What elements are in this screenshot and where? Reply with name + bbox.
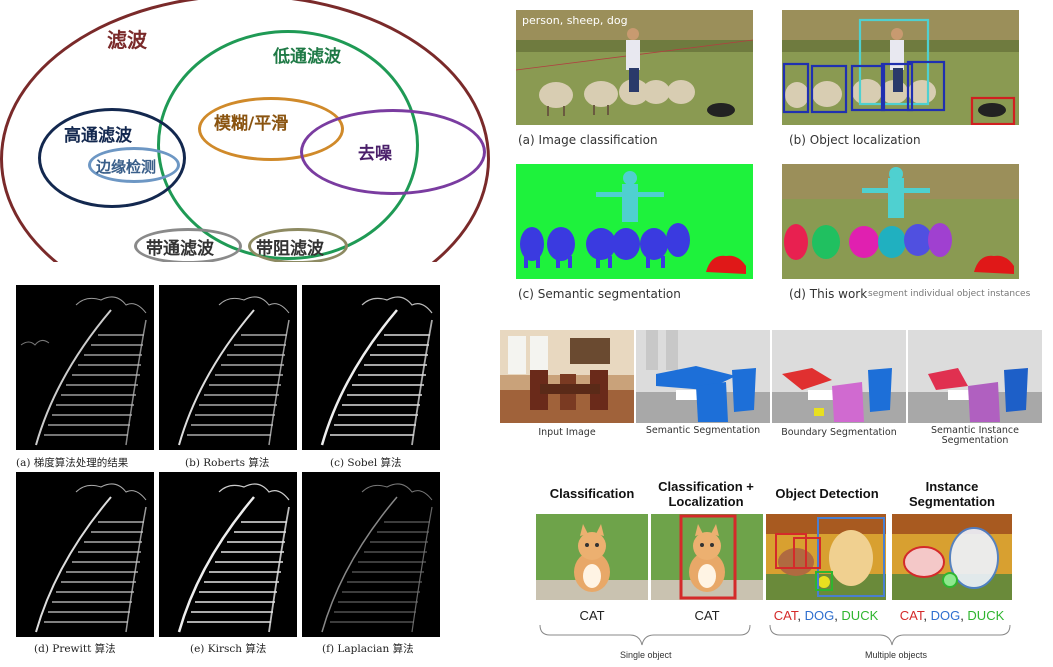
edge-detection-figure: (a) 梯度算法处理的结果 (b) Roberts 算法 (c) Sobel 算… xyxy=(0,280,490,667)
bandstop-label: 带阻滤波 xyxy=(256,239,324,259)
label-sep: , xyxy=(797,608,805,623)
room-input-image xyxy=(500,330,634,423)
edge-detection-label: 边缘检测 xyxy=(96,158,157,176)
panel-instance-segmentation xyxy=(892,514,1012,600)
label-localization: CAT xyxy=(694,608,720,623)
caption-single-object: Single object xyxy=(620,650,672,660)
panel-cat-localization xyxy=(651,514,763,600)
highpass-ellipse xyxy=(38,108,186,208)
staircase-edge-image xyxy=(16,472,154,637)
kitten-photo-with-box xyxy=(651,514,763,600)
panel-semantic-segmentation xyxy=(516,164,753,279)
label-cat: CAT xyxy=(773,608,798,623)
caption-room-boundary-segmentation: Boundary Segmentation xyxy=(781,427,897,438)
caption-input-image: Input Image xyxy=(538,427,596,438)
grouping-braces xyxy=(539,624,1011,646)
lowpass-label: 低通滤波 xyxy=(273,47,341,67)
edge-caption-laplacian: (f) Laplacian 算法 xyxy=(322,643,414,655)
label-cat: CAT xyxy=(899,608,924,623)
edge-result-kirsch xyxy=(159,472,297,637)
edge-result-gradient xyxy=(16,285,154,450)
instance-room-mask xyxy=(908,330,1042,423)
title-classification-localization: Classification + Localization xyxy=(658,479,754,509)
caption-room-semantic-segmentation: Semantic Segmentation xyxy=(645,425,761,436)
panel-instance-segmentation xyxy=(782,164,1019,279)
semantic-room-mask xyxy=(636,330,770,423)
caption-this-work-overlay: segment individual object instances xyxy=(868,289,1031,299)
staircase-edge-image xyxy=(16,285,154,450)
edge-caption-roberts: (b) Roberts 算法 xyxy=(185,457,270,469)
caption-multiple-objects: Multiple objects xyxy=(865,650,928,660)
edge-detection-ellipse xyxy=(88,147,180,183)
label-duck: DUCK xyxy=(967,608,1005,623)
room-boundary-segmentation xyxy=(772,330,906,423)
panel-object-detection xyxy=(766,514,886,600)
edge-caption-prewitt: (d) Prewitt 算法 xyxy=(34,643,116,655)
boundary-room-mask xyxy=(772,330,906,423)
sheep-field-photo: person, sheep, dog xyxy=(516,10,753,125)
vision-tasks-figure: Classification Classification + Localiza… xyxy=(520,470,1053,667)
label-object-detection: CAT, DOG, DUCK xyxy=(766,608,886,623)
staircase-edge-image xyxy=(302,285,440,450)
edge-result-laplacian xyxy=(302,472,440,637)
edge-caption-sobel: (c) Sobel 算法 xyxy=(330,457,402,469)
panel-object-localization xyxy=(782,10,1019,125)
denoise-label: 去噪 xyxy=(358,144,392,164)
label-classification: CAT xyxy=(579,608,605,623)
edge-result-roberts xyxy=(159,285,297,450)
sheep-field-photo xyxy=(782,10,1019,125)
edge-result-prewitt xyxy=(16,472,154,637)
bandpass-label: 带通滤波 xyxy=(146,239,214,259)
label-instance-segmentation: CAT, DOG, DUCK xyxy=(892,608,1012,623)
room-segmentation-figure: Input Image Semantic Segmentation Bounda… xyxy=(500,330,1053,450)
staircase-edge-image xyxy=(302,472,440,637)
kitten-photo xyxy=(536,514,648,600)
pets-photo-with-masks xyxy=(892,514,1012,600)
room-semantic-instance-segmentation xyxy=(908,330,1042,423)
label-duck: DUCK xyxy=(841,608,879,623)
semantic-mask xyxy=(516,164,753,279)
filtering-label: 滤波 xyxy=(107,28,147,52)
edge-caption-kirsch: (e) Kirsch 算法 xyxy=(190,643,267,655)
denoise-ellipse xyxy=(300,109,486,195)
caption-image-classification: (a) Image classification xyxy=(518,133,658,147)
room-semantic-segmentation xyxy=(636,330,770,423)
blur-smooth-label: 模糊/平滑 xyxy=(214,114,289,134)
edge-caption-gradient: (a) 梯度算法处理的结果 xyxy=(16,457,129,469)
caption-this-work: (d) This work xyxy=(789,287,868,301)
instance-mask-photo xyxy=(782,164,1019,279)
caption-object-localization: (b) Object localization xyxy=(789,133,921,147)
panel-cat-classification xyxy=(536,514,648,600)
staircase-edge-image xyxy=(159,472,297,637)
highpass-label: 高通滤波 xyxy=(64,126,132,146)
caption-room-semantic-instance-segmentation: Semantic Instance Segmentation xyxy=(931,425,1019,446)
label-sep: , xyxy=(960,608,968,623)
edge-result-sobel xyxy=(302,285,440,450)
label-sep: , xyxy=(834,608,842,623)
sheep-segmentation-figure: person, sheep, dog (a) Image classificat… xyxy=(500,0,1053,305)
title-classification: Classification xyxy=(549,486,635,501)
caption-semantic-segmentation: (c) Semantic segmentation xyxy=(518,287,681,301)
pets-photo-with-boxes xyxy=(766,514,886,600)
label-dog: DOG xyxy=(930,608,961,623)
filter-venn-diagram: 滤波 低通滤波 高通滤波 边缘检测 模糊/平滑 去噪 带通滤波 带阻滤波 xyxy=(0,0,490,262)
title-instance-segmentation: Instance Segmentation xyxy=(909,479,995,509)
label-dog: DOG xyxy=(804,608,835,623)
dining-room-photo xyxy=(500,330,634,423)
bandpass-ellipse xyxy=(134,228,242,262)
title-object-detection: Object Detection xyxy=(775,486,879,501)
panel-image-classification: person, sheep, dog xyxy=(516,10,753,125)
staircase-edge-image xyxy=(159,285,297,450)
bandstop-ellipse xyxy=(248,228,348,262)
label-sep: , xyxy=(923,608,931,623)
overlay-text: person, sheep, dog xyxy=(522,14,628,27)
